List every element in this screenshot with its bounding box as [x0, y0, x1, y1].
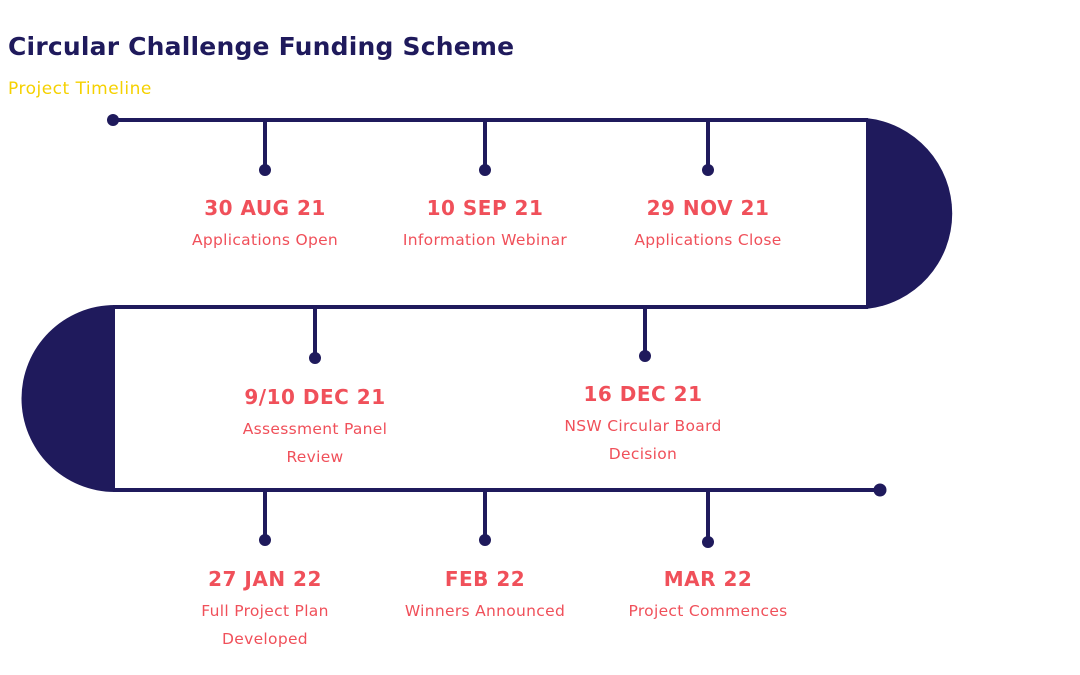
milestone-date: 16 DEC 21: [583, 382, 703, 406]
milestone-dot: [479, 534, 491, 546]
milestone-label: Applications Close: [634, 231, 782, 249]
milestone-dot: [479, 164, 491, 176]
milestone-winners-announced: FEB 22 Winners Announced: [365, 567, 605, 625]
milestone-date: 9/10 DEC 21: [244, 385, 386, 409]
milestone-information-webinar: 10 SEP 21 Information Webinar: [365, 196, 605, 254]
milestone-date: FEB 22: [444, 567, 526, 591]
timeline-turn-right: [866, 118, 953, 309]
milestone-dot: [702, 164, 714, 176]
milestone-label: Applications Open: [191, 231, 339, 249]
timeline-start-dot: [107, 114, 119, 126]
milestone-label: Assessment Panel Review: [242, 420, 388, 466]
milestone-full-project-plan: 27 JAN 22 Full Project Plan Developed: [145, 567, 385, 653]
milestone-label: Full Project Plan Developed: [201, 602, 329, 648]
milestone-date: MAR 22: [663, 567, 753, 591]
milestone-applications-close: 29 NOV 21 Applications Close: [588, 196, 828, 254]
milestone-dot: [259, 164, 271, 176]
milestone-label: Information Webinar: [402, 231, 568, 249]
milestone-label: Project Commences: [628, 602, 788, 620]
timeline-end-dot: [873, 483, 887, 497]
milestone-dot: [259, 534, 271, 546]
milestone-project-commences: MAR 22 Project Commences: [588, 567, 828, 625]
milestone-dot: [702, 536, 714, 548]
page-title: Circular Challenge Funding Scheme: [8, 32, 515, 61]
milestone-label: NSW Circular Board Decision: [564, 417, 722, 463]
milestone-dot: [309, 352, 321, 364]
milestone-date: 10 SEP 21: [426, 196, 544, 220]
milestone-board-decision: 16 DEC 21 NSW Circular Board Decision: [523, 382, 763, 468]
milestone-assessment-panel-review: 9/10 DEC 21 Assessment Panel Review: [195, 385, 435, 471]
milestone-date: 27 JAN 22: [208, 567, 322, 591]
milestone-date: 29 NOV 21: [646, 196, 770, 220]
milestone-applications-open: 30 AUG 21 Applications Open: [145, 196, 385, 254]
milestone-dot: [639, 350, 651, 362]
page-subtitle: Project Timeline: [8, 79, 152, 99]
milestone-date: 30 AUG 21: [204, 196, 326, 220]
milestone-label: Winners Announced: [404, 602, 566, 620]
timeline-turn-left: [21, 305, 115, 492]
